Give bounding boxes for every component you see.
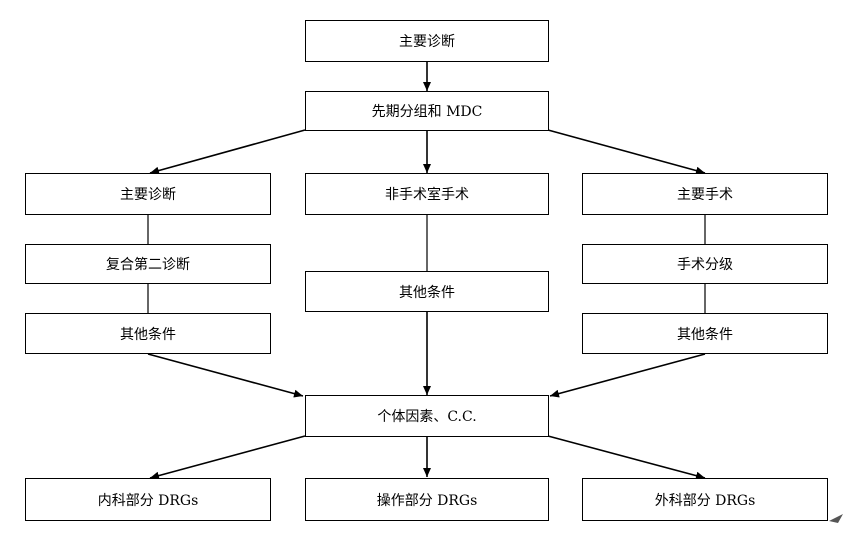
- node-left-main-diagnosis: 主要诊断: [25, 173, 271, 215]
- node-left-other-conditions: 其他条件: [25, 313, 271, 354]
- arrow-factors-to-out-right: [547, 435, 706, 480]
- node-individual-factors-cc: 个体因素、C.C.: [305, 395, 549, 437]
- arrow-pregroup-to-right-main: [547, 129, 706, 175]
- node-output-procedure-drgs: 操作部分 DRGs: [305, 478, 549, 521]
- node-output-surgical-drgs: 外科部分 DRGs: [582, 478, 828, 521]
- node-top-main-diagnosis: 主要诊断: [305, 20, 549, 62]
- node-right-surgery-grade: 手术分级: [582, 244, 828, 284]
- node-center-non-or-procedure: 非手术室手术: [305, 173, 549, 215]
- arrow-left-other-to-factors: [147, 353, 304, 398]
- node-left-secondary-diagnosis: 复合第二诊断: [25, 244, 271, 284]
- node-right-other-conditions: 其他条件: [582, 313, 828, 354]
- node-center-other-conditions: 其他条件: [305, 271, 549, 312]
- node-pregroup-mdc: 先期分组和 MDC: [305, 91, 549, 131]
- arrow-pregroup-to-left-main: [149, 129, 306, 175]
- node-output-medical-drgs: 内科部分 DRGs: [25, 478, 271, 521]
- arrow-right-other-to-factors: [549, 353, 706, 398]
- node-right-main-surgery: 主要手术: [582, 173, 828, 215]
- arrow-factors-to-out-left: [149, 435, 306, 480]
